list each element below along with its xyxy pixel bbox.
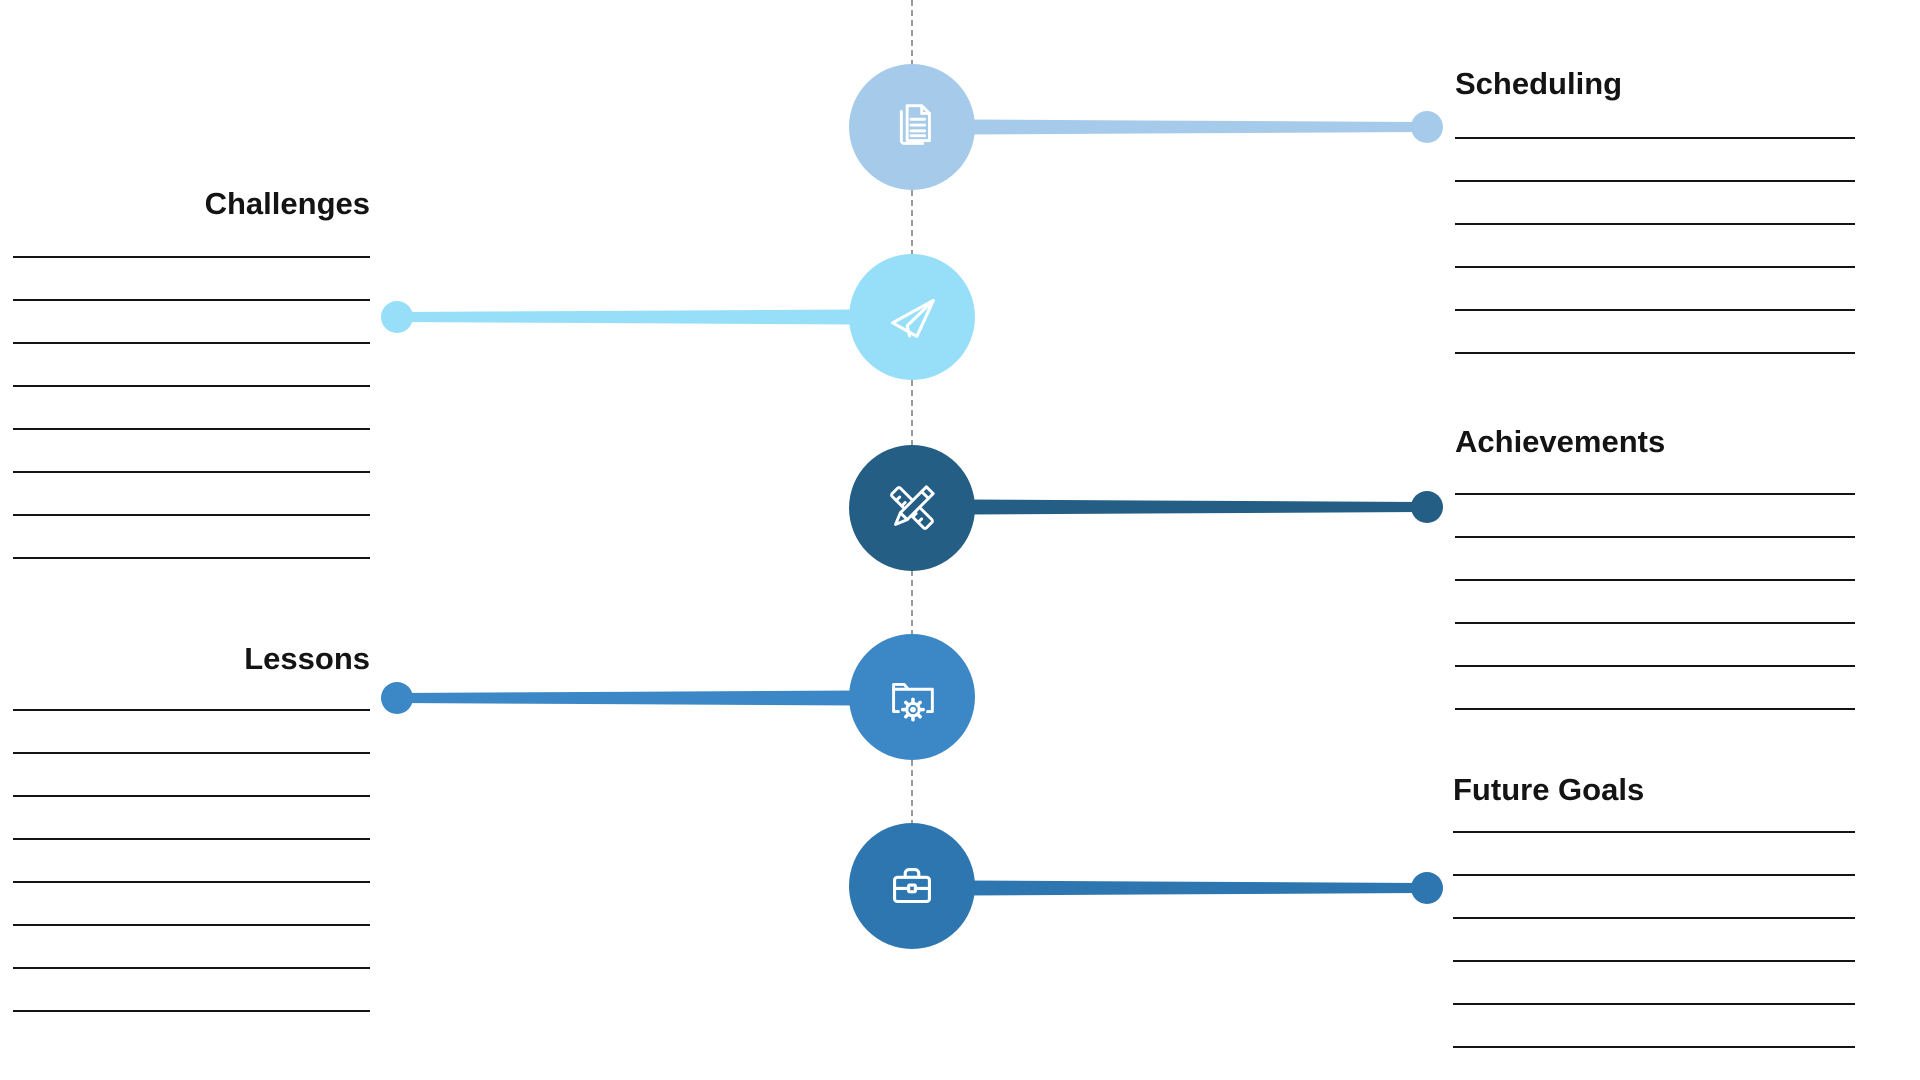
ruled-line	[1455, 352, 1855, 354]
ruled-line	[13, 1010, 370, 1012]
ruled-line	[1453, 1003, 1855, 1005]
ruled-line	[1455, 493, 1855, 495]
section-future-goals: Future Goals	[1453, 772, 1855, 1048]
ruled-line	[1453, 917, 1855, 919]
connector-dot	[1411, 491, 1443, 523]
connector-line	[912, 879, 1427, 897]
connector-dot	[1411, 111, 1443, 143]
ruled-line	[1455, 266, 1855, 268]
section-title: Lessons	[244, 641, 370, 676]
ruled-lines	[13, 256, 370, 559]
pencil-ruler-icon	[890, 485, 935, 530]
ruled-line	[13, 881, 370, 883]
ruled-line	[13, 471, 370, 473]
milestone-scheduling	[849, 64, 975, 190]
ruled-line	[1455, 309, 1855, 311]
connector-dot	[381, 682, 413, 714]
ruled-lines	[13, 709, 370, 1012]
ruled-line	[1455, 137, 1855, 139]
ruled-line	[13, 795, 370, 797]
paper-plane-icon	[891, 298, 935, 338]
section-scheduling: Scheduling	[1455, 66, 1855, 354]
ruled-line	[1455, 579, 1855, 581]
ruled-line	[1455, 665, 1855, 667]
milestone-future-goals	[849, 823, 975, 949]
folder-gear-icon	[892, 682, 934, 724]
ruled-line	[1453, 960, 1855, 962]
ruled-lines	[1453, 831, 1855, 1048]
section-lessons: Lessons	[13, 641, 370, 1012]
connector-line	[397, 689, 912, 707]
ruled-lines	[1455, 137, 1855, 354]
ruled-line	[1453, 874, 1855, 876]
ruled-line	[1453, 1046, 1855, 1048]
ruled-line	[13, 752, 370, 754]
milestone-lessons	[849, 634, 975, 760]
ruled-line	[1455, 180, 1855, 182]
ruled-line	[13, 838, 370, 840]
section-title: Achievements	[1455, 424, 1666, 459]
ruled-line	[1455, 536, 1855, 538]
ruled-line	[13, 299, 370, 301]
connector-dot	[381, 301, 413, 333]
section-title: Challenges	[204, 186, 370, 221]
connector-line	[912, 118, 1427, 136]
connector-challenges	[381, 301, 912, 333]
ruled-line	[13, 428, 370, 430]
milestone-challenges	[849, 254, 975, 380]
ruled-line	[13, 514, 370, 516]
ruled-line	[1455, 708, 1855, 710]
ruled-line	[13, 385, 370, 387]
ruled-line	[13, 256, 370, 258]
connector-future-goals	[912, 872, 1443, 904]
connector-lessons	[381, 682, 912, 714]
ruled-line	[13, 924, 370, 926]
section-challenges: Challenges	[13, 186, 370, 559]
connector-achievements	[912, 491, 1443, 523]
connector-dot	[1411, 872, 1443, 904]
ruled-lines	[1455, 493, 1855, 710]
connector-line	[397, 308, 912, 326]
section-title: Future Goals	[1453, 772, 1645, 807]
briefcase-icon	[893, 867, 931, 904]
connector-line	[912, 498, 1427, 516]
pages-icon	[899, 104, 931, 145]
ruled-line	[13, 967, 370, 969]
connector-scheduling	[912, 111, 1443, 143]
ruled-line	[1455, 223, 1855, 225]
ruled-line	[1455, 622, 1855, 624]
ruled-line	[13, 709, 370, 711]
ruled-line	[13, 342, 370, 344]
section-title: Scheduling	[1455, 66, 1623, 101]
milestone-achievements	[849, 445, 975, 571]
ruled-line	[13, 557, 370, 559]
timeline-axis	[911, 0, 913, 886]
ruled-line	[1453, 831, 1855, 833]
section-achievements: Achievements	[1455, 424, 1855, 710]
